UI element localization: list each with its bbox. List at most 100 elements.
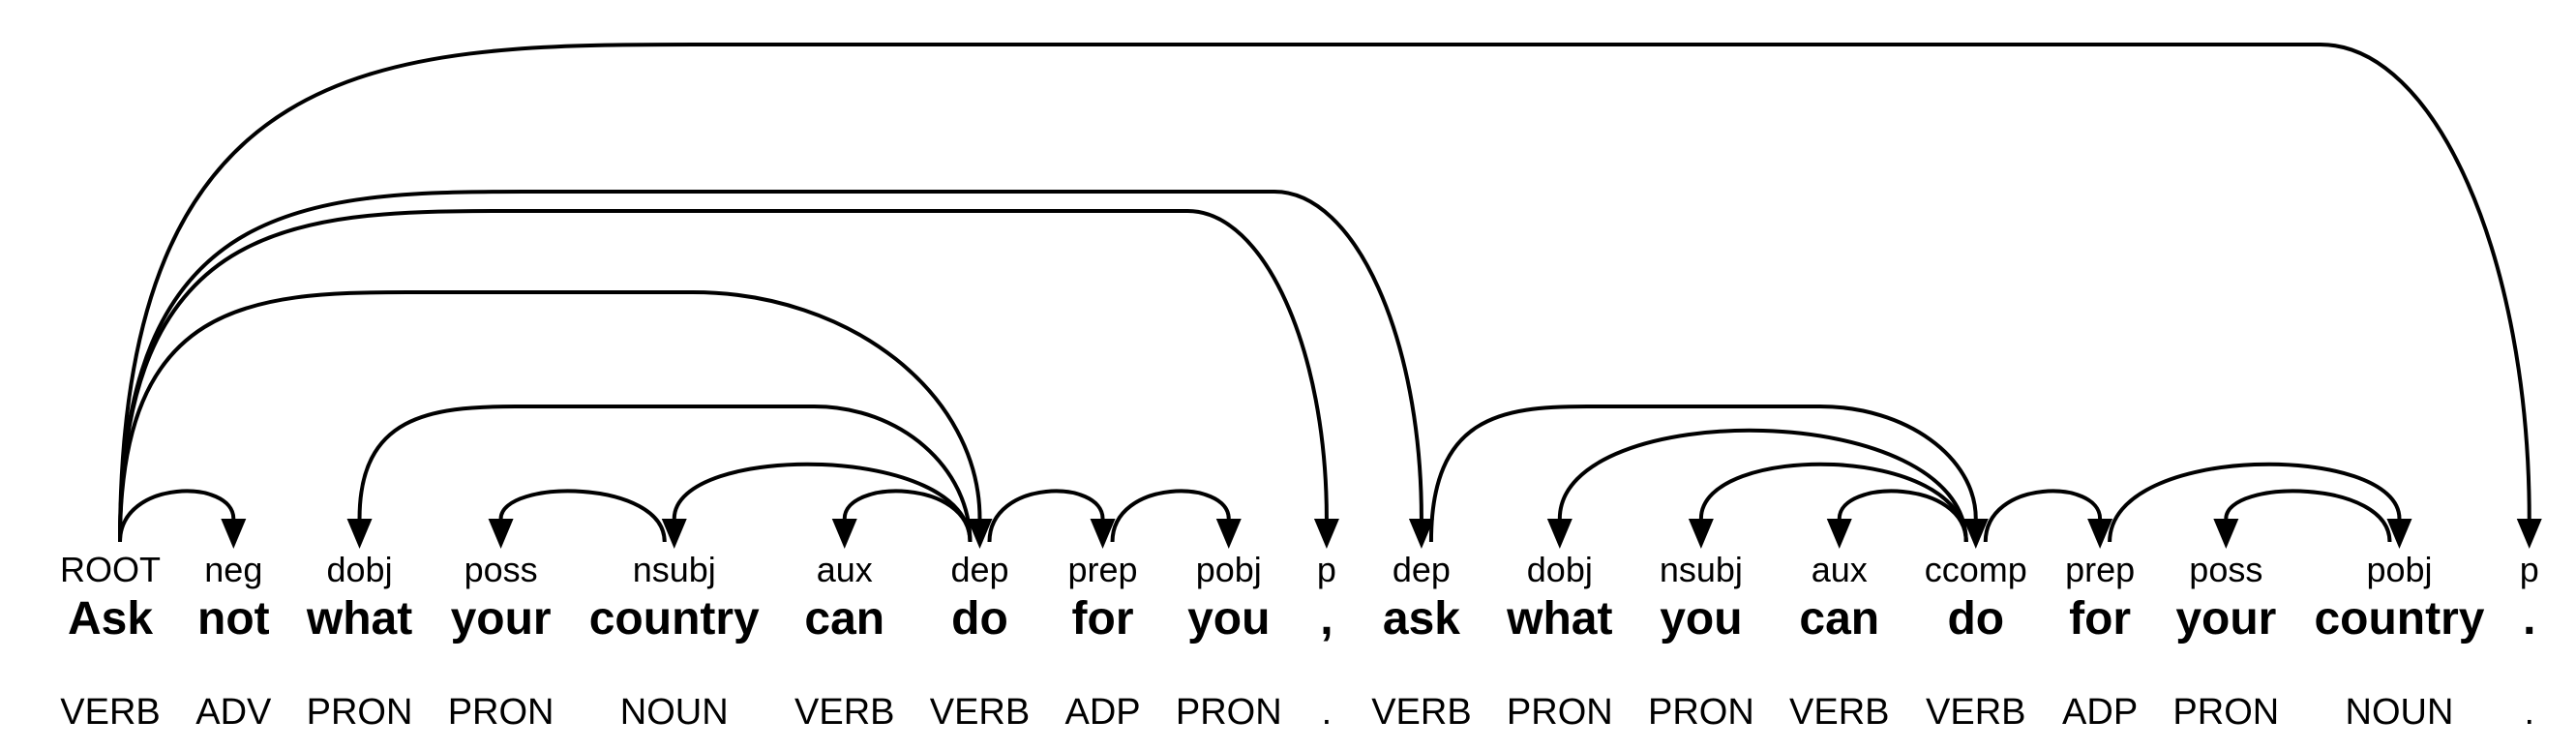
dependency-label: dobj: [1526, 550, 1593, 589]
pos-tag: PRON: [447, 692, 554, 733]
token-word: do: [1947, 593, 2005, 645]
dependency-arc-pobj: [1110, 489, 1231, 543]
token-word: country: [588, 593, 760, 645]
pos-tag: PRON: [1175, 692, 1282, 733]
dependency-arc-dobj: [1557, 428, 1968, 543]
arrowhead-icon: [346, 519, 373, 549]
token: poss your PRON: [448, 550, 554, 734]
dependency-label: pobj: [2366, 550, 2433, 589]
arrowhead-icon: [1962, 519, 1989, 549]
token: p , .: [1317, 550, 1336, 734]
dependency-arc-prep: [1983, 489, 2103, 543]
pos-tag: VERB: [1789, 692, 1890, 733]
dependency-label: p: [1316, 550, 1336, 589]
dependency-label: aux: [816, 550, 873, 589]
dependency-label: ccomp: [1924, 550, 2027, 589]
token: dobj what PRON: [1507, 550, 1613, 734]
arrowhead-icon: [967, 519, 993, 549]
pos-tag: PRON: [306, 692, 413, 733]
dependency-arc-aux: [842, 489, 973, 543]
token: p . .: [2520, 550, 2539, 734]
token: ccomp do VERB: [1925, 550, 2027, 734]
arrowhead-icon: [2516, 519, 2542, 549]
arrowhead-icon: [2087, 519, 2113, 549]
token: nsubj you PRON: [1648, 550, 1754, 734]
arrowhead-icon: [221, 519, 247, 549]
pos-tag: .: [1321, 692, 1333, 733]
arrowhead-icon: [2213, 519, 2239, 549]
dependency-arc-pobj: [2108, 462, 2402, 543]
pos-tag: PRON: [1506, 692, 1613, 733]
token: prep for ADP: [1064, 550, 1140, 734]
arrowhead-icon: [1215, 519, 1242, 549]
token-word: .: [2523, 593, 2536, 645]
token-word: you: [1187, 593, 1271, 645]
token-word: Ask: [67, 593, 154, 645]
pos-tag: ADV: [195, 692, 272, 733]
dependency-arc-ccomp: [1428, 405, 1978, 543]
dependency-arc-poss: [2224, 489, 2392, 543]
dependency-arc-dep: [118, 290, 982, 543]
token: aux can VERB: [1789, 550, 1889, 734]
dependency-label: nsubj: [1659, 550, 1743, 589]
arrowhead-icon: [1313, 519, 1339, 549]
dependency-label: pobj: [1195, 550, 1262, 589]
dependency-arc-aux: [1837, 489, 1968, 543]
dependency-label: prep: [2065, 550, 2136, 589]
dependency-arc-prep: [987, 489, 1105, 543]
dependency-label: p: [2519, 550, 2539, 589]
dependency-label: neg: [204, 550, 263, 589]
pos-tag: PRON: [2172, 692, 2280, 733]
dependency-arc-poss: [498, 489, 667, 543]
token: neg not ADV: [195, 550, 271, 734]
dependency-label: nsubj: [632, 550, 716, 589]
pos-tag: .: [2524, 692, 2535, 733]
dependency-label: dep: [1392, 550, 1451, 589]
dependency-label: aux: [1811, 550, 1868, 589]
token-word: what: [306, 593, 413, 645]
token-word: you: [1660, 593, 1743, 645]
token-word: ask: [1382, 593, 1460, 645]
token-word: can: [804, 593, 885, 645]
pos-tag: VERB: [60, 692, 161, 733]
token-row: ROOT Ask VERB neg not ADV dobj what PRON…: [0, 550, 2576, 734]
dependency-arc-dobj: [357, 405, 973, 543]
pos-tag: NOUN: [619, 692, 729, 733]
dependency-arc-nsubj: [1698, 462, 1968, 543]
dependency-label: poss: [2189, 550, 2263, 589]
dependency-arc-neg: [118, 489, 236, 543]
dependency-arc-p: [118, 209, 1329, 543]
token-word: country: [2314, 593, 2485, 645]
token-word: what: [1507, 593, 1613, 645]
token: dep do VERB: [930, 550, 1030, 734]
token-word: your: [2175, 593, 2277, 645]
dependency-label: dep: [950, 550, 1009, 589]
dependency-arc-dep: [118, 190, 1423, 543]
dependency-arc-p: [118, 43, 2531, 543]
arrowhead-icon: [831, 519, 857, 549]
pos-tag: NOUN: [2345, 692, 2454, 733]
dependency-label: poss: [464, 550, 538, 589]
token-word: not: [197, 593, 270, 645]
token-word: for: [1071, 593, 1134, 645]
token: pobj country NOUN: [2314, 550, 2484, 734]
arrowhead-icon: [1546, 519, 1573, 549]
token: dobj what PRON: [307, 550, 413, 734]
pos-tag: VERB: [794, 692, 895, 733]
token: dep ask VERB: [1371, 550, 1471, 734]
arrowhead-icon: [1826, 519, 1852, 549]
token-word: your: [450, 593, 552, 645]
dependency-arc-nsubj: [672, 462, 973, 543]
token: pobj you PRON: [1176, 550, 1282, 734]
arrowhead-icon: [2386, 519, 2412, 549]
pos-tag: VERB: [929, 692, 1031, 733]
pos-tag: PRON: [1647, 692, 1754, 733]
arrowhead-icon: [1090, 519, 1116, 549]
token: nsubj country NOUN: [589, 550, 760, 734]
arrowhead-icon: [1688, 519, 1714, 549]
token: aux can VERB: [794, 550, 894, 734]
token: poss your PRON: [2172, 550, 2279, 734]
token: prep for ADP: [2062, 550, 2138, 734]
